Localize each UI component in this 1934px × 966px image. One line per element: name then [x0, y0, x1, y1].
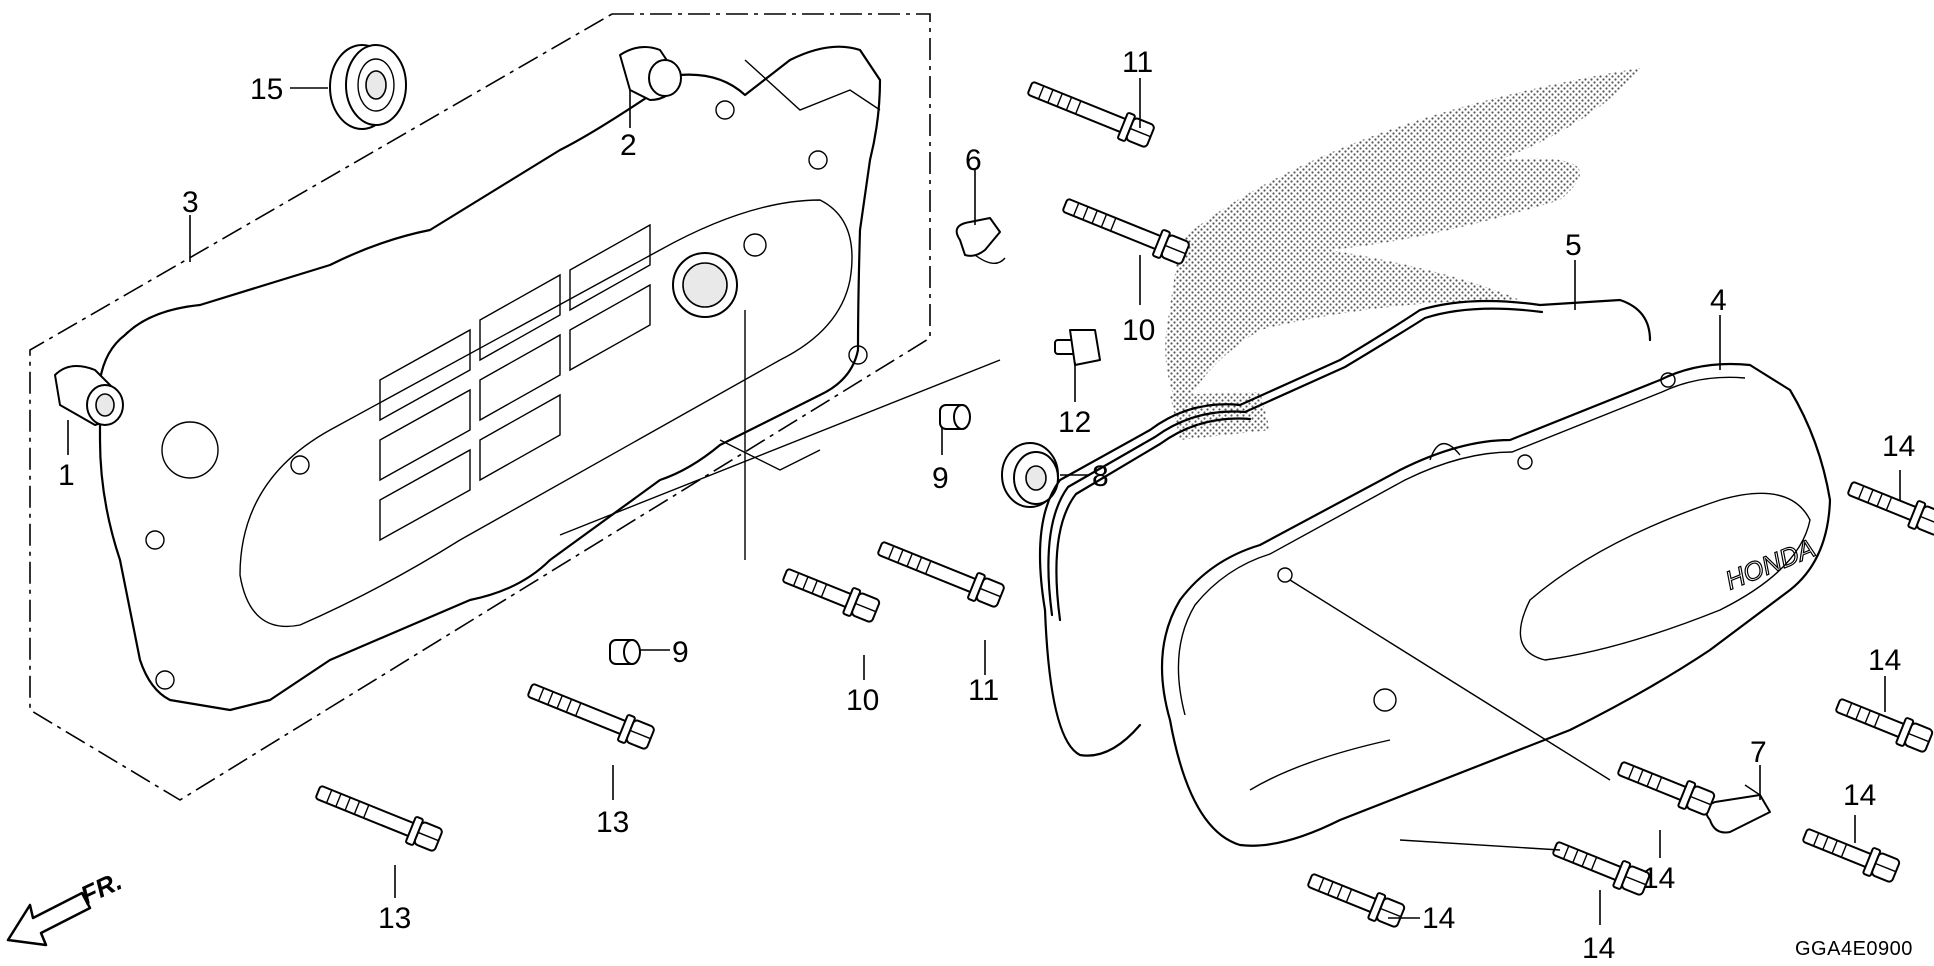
callout-14-f: 14	[1582, 932, 1615, 965]
left-side-cover-part-4: HONDA	[1160, 362, 1832, 847]
seal-part-8	[1001, 442, 1059, 508]
bolt-part-12	[1054, 329, 1101, 366]
dowel-part-2	[619, 45, 682, 101]
callout-5: 5	[1565, 229, 1582, 262]
honda-logo: HONDA	[1721, 533, 1819, 596]
gasket-part-5	[1038, 298, 1652, 757]
bushing-part-1	[54, 365, 124, 426]
callout-3: 3	[182, 186, 199, 219]
callout-13-lower: 13	[378, 902, 411, 935]
leader-lines	[67, 78, 1901, 925]
front-direction-marker: FR.	[6, 866, 127, 947]
catalog-code: GGA4E0900	[1795, 938, 1913, 960]
assembly-bracket	[29, 13, 931, 801]
dowel-part-9-upper	[939, 404, 971, 430]
bearing-part-15	[329, 44, 407, 130]
dowel-part-9-lower	[609, 639, 641, 665]
bolts	[311, 74, 1934, 931]
callout-14-a: 14	[1882, 430, 1915, 463]
left-crankcase-cover	[98, 45, 882, 712]
callout-7: 7	[1750, 736, 1767, 769]
callout-14-c: 14	[1843, 779, 1876, 812]
callouts: 15 2 3 1 11 6 10 12 9 8 9 10 11 13 13 5 …	[58, 46, 1915, 965]
callout-10-lower: 10	[846, 684, 879, 717]
callout-4: 4	[1710, 284, 1727, 317]
arrow-left-down-icon	[6, 891, 92, 947]
callout-14-e: 14	[1422, 902, 1455, 935]
wing-watermark	[1165, 68, 1640, 440]
callout-1: 1	[58, 459, 75, 492]
callout-6: 6	[965, 144, 982, 177]
callout-10-upper: 10	[1122, 314, 1155, 347]
callout-12: 12	[1058, 406, 1091, 439]
callout-9-lower: 9	[672, 636, 689, 669]
callout-13-upper: 13	[596, 806, 629, 839]
callout-11-lower: 11	[968, 674, 999, 707]
callout-8: 8	[1092, 460, 1109, 493]
callout-9-upper: 9	[932, 462, 949, 495]
callout-14-d: 14	[1642, 862, 1675, 895]
callout-15: 15	[250, 73, 283, 106]
callout-11-upper: 11	[1122, 46, 1153, 79]
callout-14-b: 14	[1868, 644, 1901, 677]
clamp-part-6	[955, 217, 1006, 264]
callout-2: 2	[620, 129, 637, 162]
